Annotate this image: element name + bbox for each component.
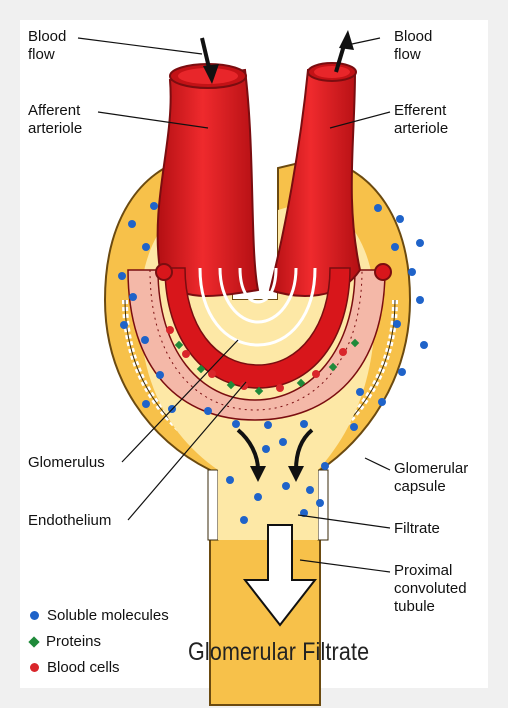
filtration-arrows <box>236 428 314 482</box>
blood-flow-arrow-in <box>200 37 219 84</box>
filtrate-output-arrow <box>242 524 318 627</box>
vessel-section-right <box>374 263 392 281</box>
red-dot-icon <box>30 663 39 672</box>
blue-dot-icon <box>30 611 39 620</box>
soluble-molecules <box>118 202 428 524</box>
green-diamond-icon <box>28 635 40 648</box>
legend-label: Proteins <box>46 633 102 650</box>
blood-flow-arrow-out <box>334 30 354 73</box>
efferent-arteriole-label: Efferent arteriole <box>394 102 449 137</box>
figure-caption: Glomerular Filtrate <box>188 638 370 666</box>
endothelium-label: Endothelium <box>28 512 112 529</box>
proteins <box>174 338 360 396</box>
legend-item-soluble: Soluble molecules <box>30 607 169 624</box>
afferent-arteriole <box>156 68 260 297</box>
leader-lines <box>77 37 391 573</box>
tubule-wall-left <box>207 469 219 541</box>
legend-item-blood-cells: Blood cells <box>30 659 120 676</box>
blood-flow-label-left: Blood flow <box>28 28 67 63</box>
blood-flow-label-right: Blood flow <box>394 28 433 63</box>
glomerulus-label: Glomerulus <box>28 454 105 471</box>
blood-cells <box>166 326 347 392</box>
legend-label: Soluble molecules <box>47 607 169 624</box>
glomerular-capsule-label: Glomerular capsule <box>394 460 469 495</box>
legend-item-proteins: Proteins <box>28 633 102 650</box>
vessel-section-left <box>155 263 173 281</box>
proximal-tubule-label: Proximal convoluted tubule <box>394 562 467 615</box>
filtrate-label: Filtrate <box>394 520 440 537</box>
afferent-arteriole-label: Afferent arteriole <box>28 102 83 137</box>
legend-label: Blood cells <box>47 659 120 676</box>
